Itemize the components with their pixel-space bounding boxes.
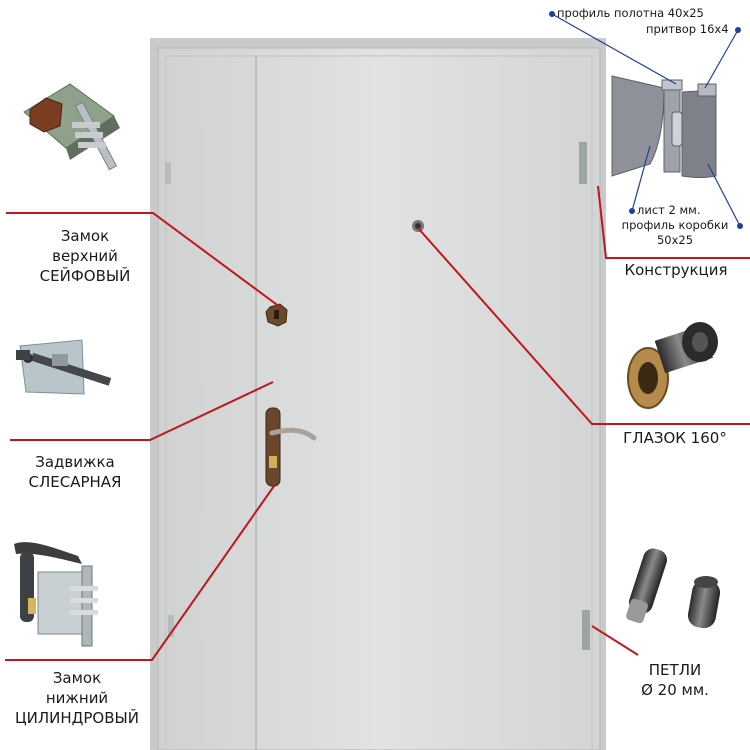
label-bottom-lock-line1: Замок (52, 669, 102, 687)
label-top-lock-line1: Замок (60, 227, 110, 245)
label-top-lock-line2: верхний (52, 247, 118, 265)
safe-lock-image (23, 83, 120, 171)
label-bottom-lock: Замок нижний ЦИЛИНДРОВЫЙ (2, 668, 152, 728)
label-bolt: Задвижка СЛЕСАРНАЯ (0, 452, 150, 492)
label-bottom-lock-line3: ЦИЛИНДРОВЫЙ (15, 709, 139, 727)
label-top-lock-line3: СЕЙФОВЫЙ (39, 267, 131, 285)
label-construction: Конструкция (624, 261, 728, 279)
label-bolt-line2: СЛЕСАРНАЯ (28, 473, 122, 491)
label-hinges-line1: ПЕТЛИ (648, 661, 702, 679)
right-hinges (579, 142, 590, 650)
note-frame-profile-line1: профиль коробки (621, 218, 729, 232)
peephole-image (627, 322, 718, 409)
note-rebate: притвор 16х4 (646, 22, 729, 36)
label-peephole: ГЛАЗОК 160° (623, 429, 727, 447)
hinges-image (626, 548, 721, 629)
note-frame-profile-line2: 50х25 (656, 233, 694, 247)
note-sheet: лист 2 мм. (637, 203, 701, 217)
leader-lines (5, 185, 750, 661)
top-lock-escutcheon (265, 303, 288, 327)
label-hinges: ПЕТЛИ Ø 20 мм. (606, 660, 744, 700)
construction-section-drawing (549, 11, 743, 229)
label-top-lock: Замок верхний СЕЙФОВЫЙ (10, 226, 160, 286)
note-leaf-profile: профиль полотна 40х25 (557, 6, 704, 20)
note-frame-profile: профиль коробки 50х25 (607, 218, 743, 248)
peephole-mark (412, 220, 424, 232)
bolt-latch-image (16, 339, 112, 395)
label-bottom-lock-line2: нижний (45, 689, 109, 707)
label-bolt-line1: Задвижка (35, 453, 115, 471)
double-door (150, 38, 606, 750)
cylinder-lock-image (14, 542, 98, 647)
label-hinges-line2: Ø 20 мм. (641, 681, 709, 699)
